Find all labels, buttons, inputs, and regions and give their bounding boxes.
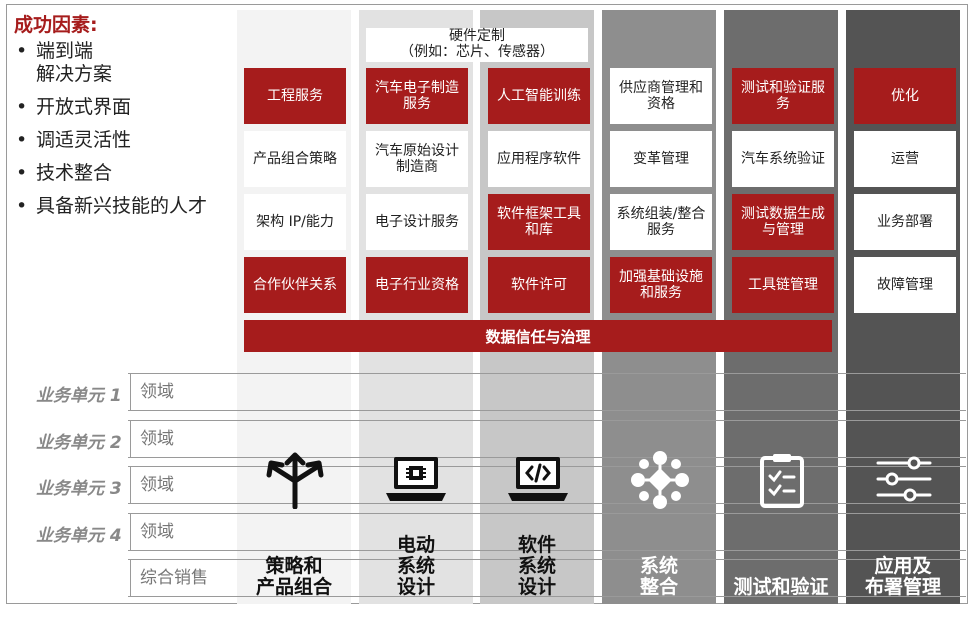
success-factors-title: 成功因素: bbox=[14, 14, 98, 36]
hardware-customization-box: 硬件定制 （例如：芯片、传感器） bbox=[366, 28, 588, 62]
hardware-title: 硬件定制 bbox=[449, 28, 505, 44]
business-unit-row-line bbox=[128, 420, 966, 421]
business-unit-row-line bbox=[128, 559, 966, 560]
column-label-line: 系统 bbox=[396, 555, 435, 577]
column-label-line: 布署管理 bbox=[864, 576, 941, 598]
business-unit-row-line bbox=[128, 503, 966, 504]
success-factor-item: 技术整合 bbox=[14, 162, 207, 185]
data-trust-bar: 数据信任与治理 bbox=[244, 320, 832, 352]
column-label: 系统整合 bbox=[602, 556, 716, 598]
capability-box: 加强基础设施和服务 bbox=[610, 257, 712, 313]
business-unit-row-line bbox=[128, 410, 966, 411]
column-label: 测试和验证 bbox=[724, 577, 838, 598]
laptop-chip-icon bbox=[384, 453, 448, 511]
capability-box: 故障管理 bbox=[854, 257, 956, 313]
capability-box: 应用程序软件 bbox=[488, 131, 590, 187]
business-unit-row-line bbox=[128, 513, 966, 514]
capability-box: 优化 bbox=[854, 68, 956, 124]
column-label: 策略和产品组合 bbox=[237, 556, 351, 598]
sliders-icon bbox=[874, 455, 934, 509]
column-label-line: 设计 bbox=[396, 576, 435, 598]
capability-box: 架构 IP/能力 bbox=[244, 194, 346, 250]
hardware-example: （例如：芯片、传感器） bbox=[400, 44, 554, 60]
column-label: 电动系统设计 bbox=[359, 535, 473, 598]
capability-box: 运营 bbox=[854, 131, 956, 187]
domain-box: 领域 bbox=[130, 373, 236, 411]
column-label-line: 设计 bbox=[517, 576, 556, 598]
split-arrows-icon bbox=[263, 451, 327, 513]
column-label: 应用及布署管理 bbox=[846, 556, 960, 598]
capability-box: 产品组合策略 bbox=[244, 131, 346, 187]
capability-box: 业务部署 bbox=[854, 194, 956, 250]
column-label-line: 策略和 bbox=[265, 555, 323, 577]
integrated-sales-box: 综合销售 bbox=[130, 559, 236, 597]
column-label: 软件系统设计 bbox=[480, 535, 594, 598]
capability-box: 电子行业资格 bbox=[366, 257, 468, 313]
column-label-line: 软件 bbox=[517, 534, 556, 556]
capability-box: 软件框架工具和库 bbox=[488, 194, 590, 250]
column-label-line: 电动 bbox=[396, 534, 435, 556]
capability-box: 电子设计服务 bbox=[366, 194, 468, 250]
clipboard-check-icon bbox=[759, 452, 805, 512]
business-unit-row-line bbox=[128, 373, 966, 374]
capability-box: 汽车系统验证 bbox=[732, 131, 834, 187]
capability-box: 变革管理 bbox=[610, 131, 712, 187]
capability-box: 工具链管理 bbox=[732, 257, 834, 313]
column-label-line: 应用及 bbox=[874, 555, 932, 577]
capability-box: 测试和验证服务 bbox=[732, 68, 834, 124]
capability-box: 供应商管理和资格 bbox=[610, 68, 712, 124]
capability-box: 测试数据生成与管理 bbox=[732, 194, 834, 250]
capability-box: 工程服务 bbox=[244, 68, 346, 124]
domain-box: 领域 bbox=[130, 466, 236, 504]
business-unit-label: 业务单元 4 bbox=[36, 526, 122, 546]
column-label-line: 整合 bbox=[639, 576, 678, 598]
capability-box: 软件许可 bbox=[488, 257, 590, 313]
business-unit-label: 业务单元 1 bbox=[36, 386, 122, 406]
business-unit-row-line bbox=[128, 550, 966, 551]
success-factor-item: 调适灵活性 bbox=[14, 129, 207, 152]
column-label-line: 测试和验证 bbox=[733, 576, 829, 598]
success-factor-item: 开放式界面 bbox=[14, 96, 207, 119]
business-unit-label: 业务单元 2 bbox=[36, 433, 122, 453]
capability-box: 人工智能训练 bbox=[488, 68, 590, 124]
capability-box: 汽车电子制造服务 bbox=[366, 68, 468, 124]
capability-box: 合作伙伴关系 bbox=[244, 257, 346, 313]
business-unit-label: 业务单元 3 bbox=[36, 479, 122, 499]
success-factor-item: 具备新兴技能的人才 bbox=[14, 195, 207, 218]
column-label-line: 系统 bbox=[517, 555, 556, 577]
capability-box: 系统组装/整合服务 bbox=[610, 194, 712, 250]
business-unit-row-line bbox=[128, 596, 966, 597]
laptop-code-icon bbox=[506, 453, 570, 511]
column-label-line: 系统 bbox=[639, 555, 678, 577]
column-label-line: 产品组合 bbox=[255, 576, 332, 598]
domain-box: 领域 bbox=[130, 420, 236, 458]
domain-box: 领域 bbox=[130, 513, 236, 551]
capability-box: 汽车原始设计制造商 bbox=[366, 131, 468, 187]
integration-network-icon bbox=[630, 450, 690, 514]
